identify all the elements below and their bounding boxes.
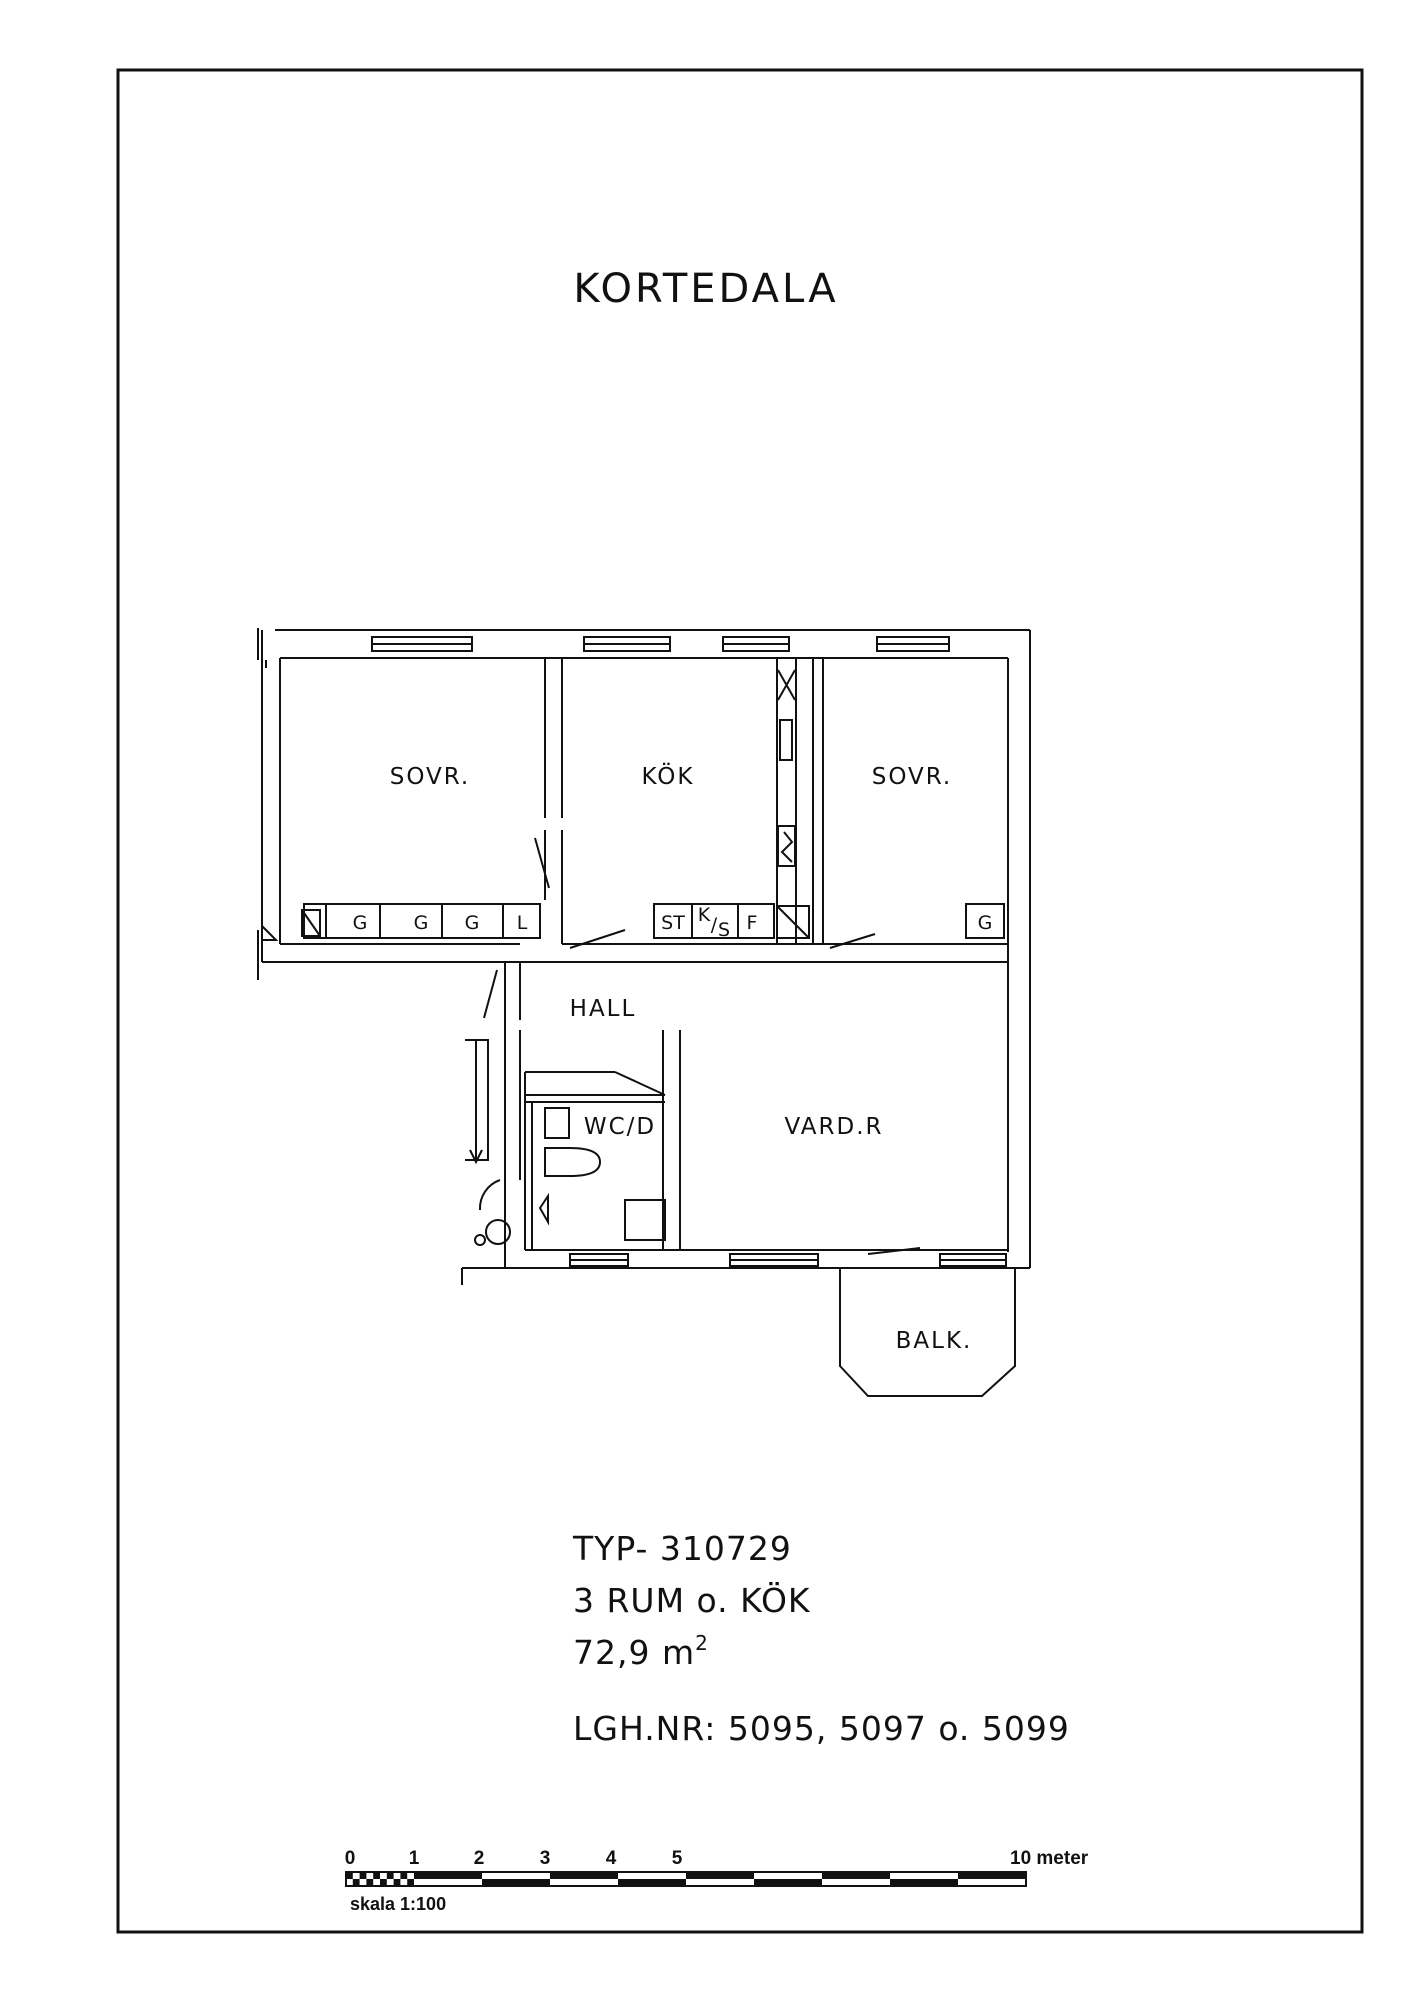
sheet-border xyxy=(116,68,1364,1934)
info-type: TYP- 310729 xyxy=(572,1529,792,1568)
fixture-label-wardrobe: G xyxy=(353,912,368,934)
scale-subdivision xyxy=(400,1872,408,1879)
scale-tick-label: 2 xyxy=(474,1848,485,1869)
room-label-living: VARD.R xyxy=(785,1114,884,1140)
scale-bar: 0 1 2 3 4 5 10 meter skala 1:100 xyxy=(345,1848,1089,1914)
scale-segment xyxy=(414,1872,482,1879)
scale-tick-label: 4 xyxy=(606,1848,617,1869)
scale-tick-label: 1 xyxy=(409,1848,420,1869)
scale-caption: skala 1:100 xyxy=(350,1894,446,1914)
scale-subdivision xyxy=(380,1879,387,1886)
fixture-label-fridge-slash: / xyxy=(711,914,718,936)
room-label-bedroom-right: SOVR. xyxy=(872,764,953,790)
room-label-kitchen: KÖK xyxy=(641,762,694,790)
info-area: 72,9 m2 xyxy=(573,1631,709,1672)
scale-segment xyxy=(618,1879,686,1886)
fixture-label-wardrobe: G xyxy=(465,912,480,934)
scale-tick-label: 3 xyxy=(540,1848,551,1869)
info-apartment-numbers: LGH.NR: 5095, 5097 o. 5099 xyxy=(573,1709,1070,1748)
scale-segment xyxy=(482,1879,550,1886)
scale-subdivision xyxy=(352,1879,360,1886)
plan-title: KORTEDALA xyxy=(573,266,838,312)
scale-subdivision xyxy=(407,1879,414,1886)
scale-segment xyxy=(822,1872,890,1879)
scale-segments xyxy=(346,1872,1026,1886)
floor-plan xyxy=(257,628,1031,1397)
scale-subdivision xyxy=(366,1879,374,1886)
info-rooms: 3 RUM o. KÖK xyxy=(573,1580,811,1620)
room-label-bath: WC/D xyxy=(584,1114,656,1140)
scale-subdivision xyxy=(386,1872,394,1879)
fixture-label-stove: ST xyxy=(661,912,685,934)
fixture-label-freezer: F xyxy=(747,912,758,934)
scale-bar-outline xyxy=(345,1871,1027,1887)
scale-segment xyxy=(890,1879,958,1886)
scale-subdivision xyxy=(393,1879,401,1886)
fixture-label-fridge-k: K xyxy=(698,904,711,926)
room-label-hall: HALL xyxy=(570,996,637,1022)
fixture-label-wardrobe: G xyxy=(978,912,993,934)
scale-segment xyxy=(958,1872,1026,1879)
scale-segment xyxy=(550,1872,618,1879)
room-label-balcony: BALK. xyxy=(896,1328,973,1354)
scale-segment xyxy=(754,1879,822,1886)
fixture-label-linen: L xyxy=(517,912,528,934)
scale-tick-label: 0 xyxy=(345,1848,356,1869)
scale-subdivision xyxy=(346,1872,353,1879)
fixture-label-fridge-s: S xyxy=(718,919,730,941)
scale-end-label: 10 meter xyxy=(1010,1848,1089,1869)
scale-subdivision xyxy=(359,1872,367,1879)
scale-segment xyxy=(686,1872,754,1879)
room-label-bedroom-left: SOVR. xyxy=(390,764,471,790)
fixture-label-wardrobe: G xyxy=(414,912,429,934)
scale-subdivision xyxy=(373,1872,380,1879)
scale-tick-label: 5 xyxy=(672,1848,683,1869)
